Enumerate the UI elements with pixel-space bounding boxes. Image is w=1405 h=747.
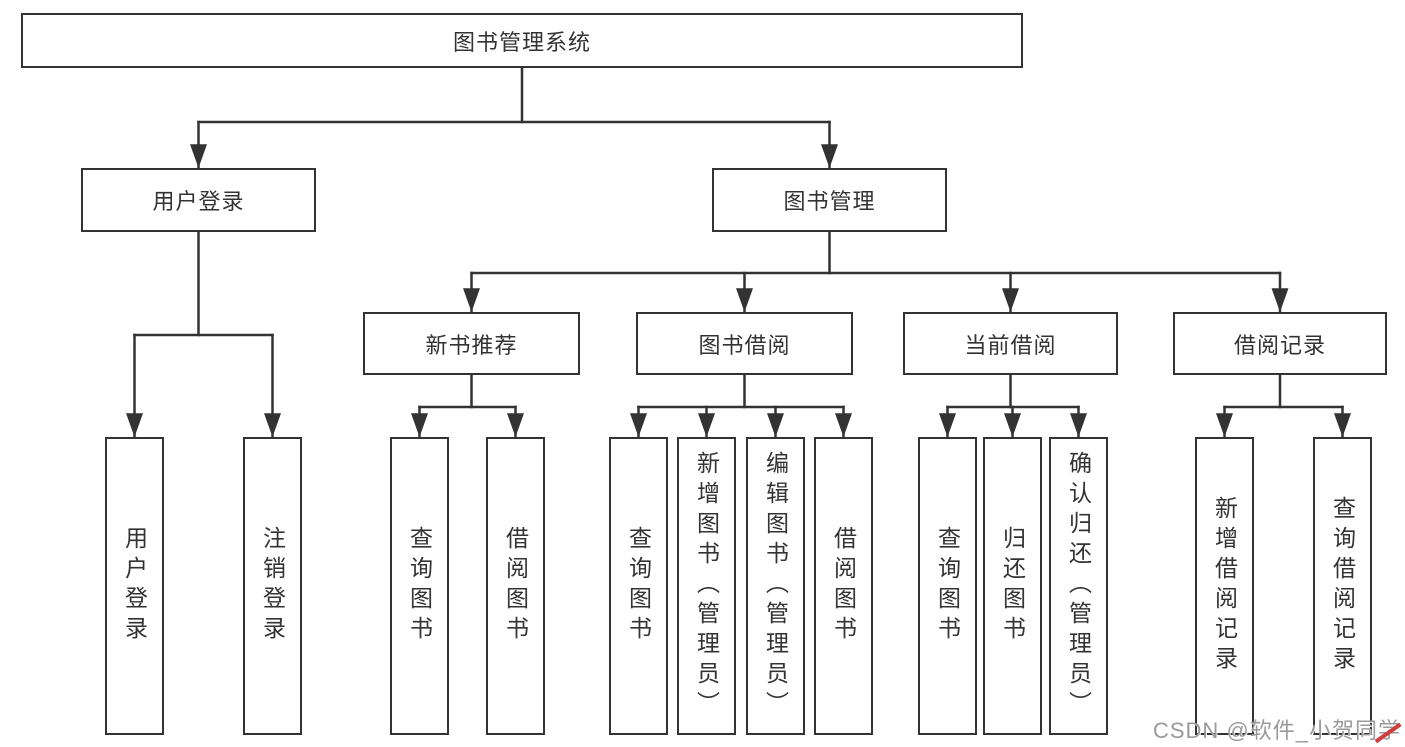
leaf-borrow-books: 借阅图书 (814, 437, 873, 735)
connector-current-borrow-to-leaves (939, 373, 1087, 439)
connector-user-login-to-leaves (126, 230, 281, 439)
connector-book-management-to-level3 (463, 230, 1289, 314)
connector-root-to-level2 (190, 66, 838, 170)
leaf-edit-books-admin: 编辑图书（管理员） (746, 437, 805, 735)
leaf-recommend-borrow-books: 借阅图书 (486, 437, 545, 735)
connector-book-borrow-to-leaves (630, 373, 852, 439)
leaf-logout: 注销登录 (243, 437, 302, 735)
leaf-user-login: 用户登录 (105, 437, 164, 735)
node-root-book-management-system: 图书管理系统 (21, 13, 1023, 68)
leaf-add-books-admin: 新增图书（管理员） (677, 437, 736, 735)
node-current-borrow: 当前借阅 (903, 312, 1118, 375)
node-book-management: 图书管理 (712, 168, 947, 232)
leaf-confirm-return-admin: 确认归还（管理员） (1049, 437, 1108, 735)
node-user-login: 用户登录 (81, 168, 316, 232)
leaf-add-borrow-record: 新增借阅记录 (1195, 437, 1254, 735)
leaf-query-borrow-record: 查询借阅记录 (1313, 437, 1372, 735)
leaf-return-books: 归还图书 (983, 437, 1042, 735)
node-new-book-recommend: 新书推荐 (363, 312, 580, 375)
node-borrow-records: 借阅记录 (1173, 312, 1387, 375)
node-book-borrow: 图书借阅 (636, 312, 853, 375)
leaf-current-query-books: 查询图书 (918, 437, 977, 735)
csdn-watermark: CSDN @软件_小贺同学 (1152, 718, 1401, 743)
leaf-borrow-query-books: 查询图书 (609, 437, 668, 735)
connector-new-book-recommend-to-leaves (411, 373, 524, 439)
leaf-recommend-query-books: 查询图书 (390, 437, 449, 735)
connector-borrow-records-to-leaves (1216, 373, 1351, 439)
